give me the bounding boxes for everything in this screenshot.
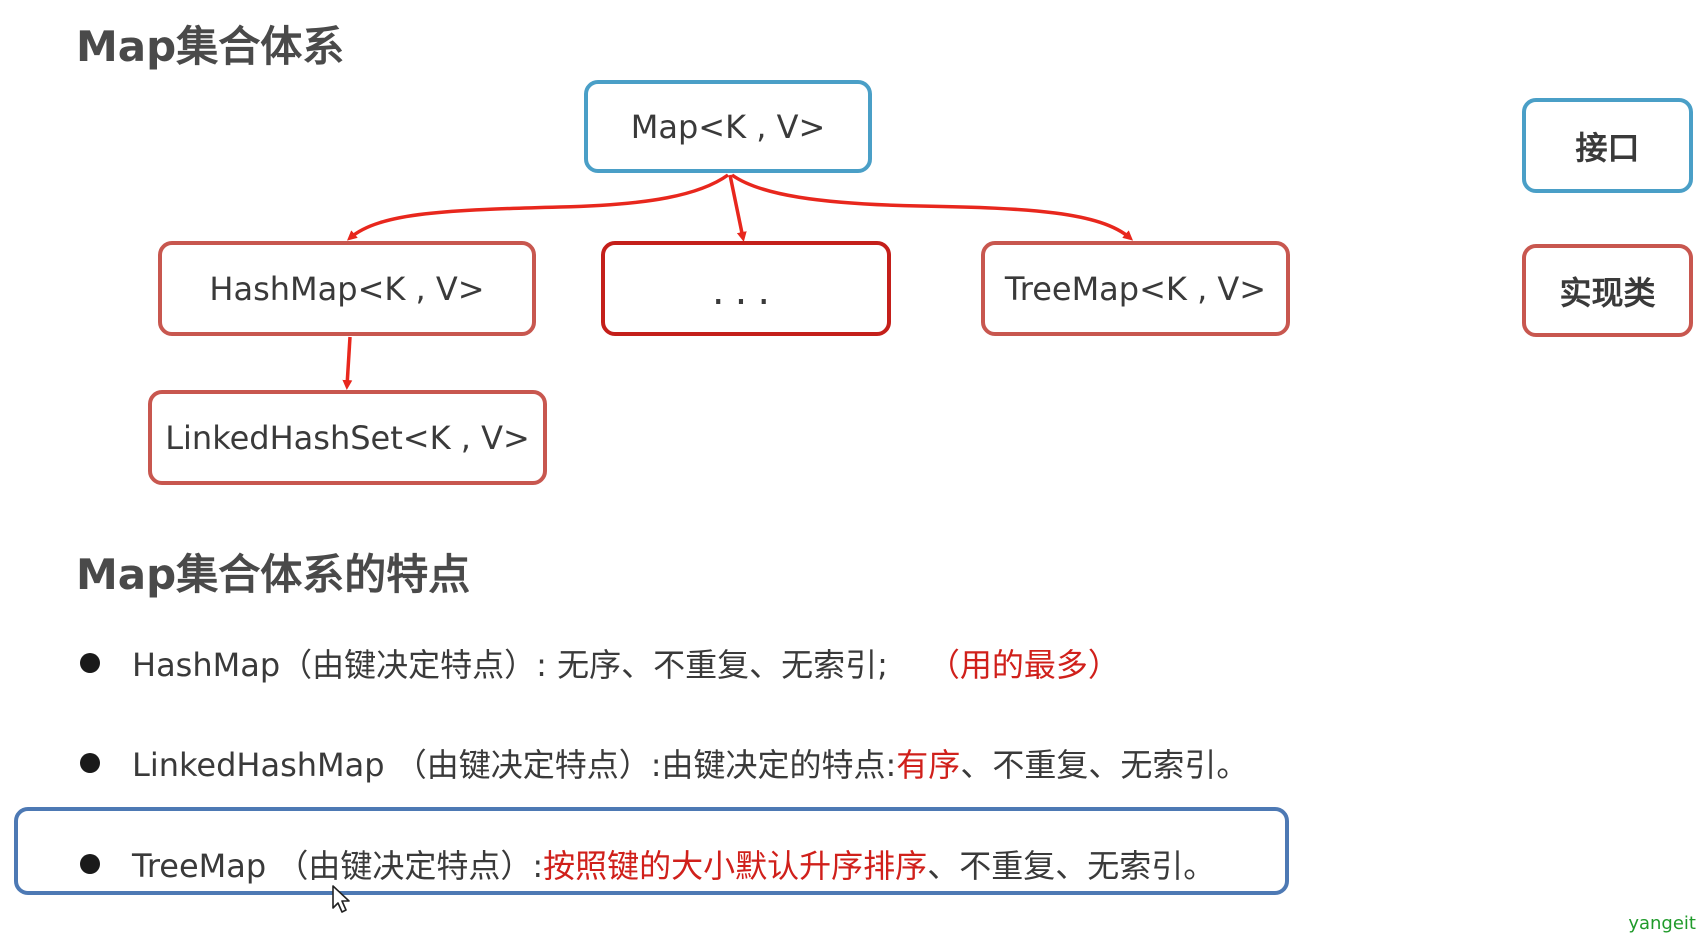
feature-text: LinkedHashMap （由键决定特点）:由键决定的特点:: [132, 746, 897, 784]
bullet-icon: [80, 854, 100, 874]
feature-highlight: （用的最多）: [927, 646, 1120, 684]
legend-implementation: 实现类: [1522, 244, 1693, 337]
feature-item-treemap: TreeMap （由键决定特点）: 按照键的大小默认升序排序 、不重复、无索引。: [80, 841, 1215, 887]
ellipsis-label: ...: [711, 267, 781, 314]
treemap-node: TreeMap<K , V>: [981, 241, 1290, 336]
feature-highlight: 有序: [896, 746, 961, 784]
arrow-map-to-hashmap: [346, 173, 730, 241]
arrow-map-to-treemap: [730, 173, 1134, 241]
legend-interface-label: 接口: [1575, 128, 1640, 167]
treemap-label: TreeMap<K , V>: [1004, 269, 1267, 308]
linkedhashset-label: LinkedHashSet<K , V>: [165, 418, 530, 457]
hashmap-label: HashMap<K , V>: [209, 269, 485, 308]
map-interface-node: Map<K , V>: [584, 80, 872, 173]
feature-text: TreeMap （由键决定特点）:: [132, 847, 544, 885]
watermark: yangeit: [1628, 913, 1696, 934]
feature-highlight: 按照键的大小默认升序排序: [543, 847, 928, 885]
features-title: Map集合体系的特点: [76, 550, 471, 599]
map-interface-label: Map<K , V>: [630, 107, 826, 146]
hashmap-node: HashMap<K , V>: [158, 241, 536, 336]
legend-interface: 接口: [1522, 98, 1693, 193]
feature-item-linkedhashmap: LinkedHashMap （由键决定特点）:由键决定的特点: 有序 、不重复、…: [80, 740, 1248, 786]
bullet-icon: [80, 653, 100, 673]
feature-item-hashmap: HashMap（由键决定特点）: 无序、不重复、无索引; （用的最多）: [80, 640, 1120, 686]
ellipsis-node: ...: [601, 241, 891, 336]
legend-implementation-label: 实现类: [1559, 273, 1656, 312]
mouse-pointer-icon: [332, 885, 350, 913]
feature-suffix: 、不重复、无索引。: [927, 847, 1216, 885]
feature-suffix: 、不重复、无索引。: [960, 746, 1249, 784]
arrow-map-to-ellipsis: [728, 174, 747, 242]
bullet-icon: [80, 753, 100, 773]
diagram-title: Map集合体系: [76, 22, 345, 71]
linkedhashset-node: LinkedHashSet<K , V>: [148, 390, 547, 485]
feature-text: HashMap（由键决定特点）: 无序、不重复、无索引;: [132, 646, 888, 684]
arrow-hashmap-to-linked: [342, 336, 353, 390]
highlight-frame: [14, 807, 1289, 895]
